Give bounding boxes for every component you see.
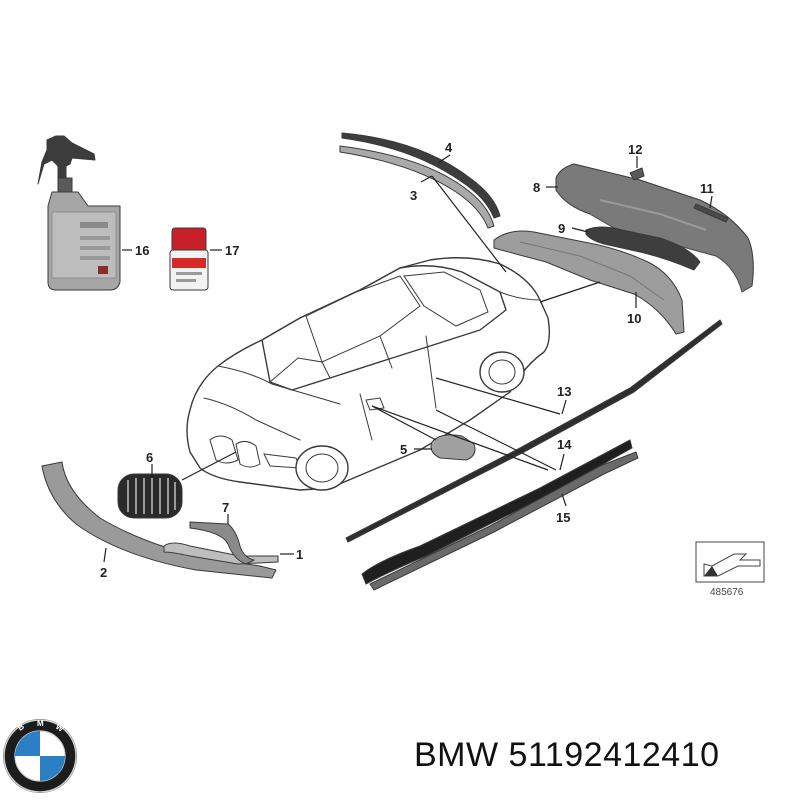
callout-10: 10 <box>627 311 641 326</box>
clip-part <box>629 167 645 181</box>
callout-6: 6 <box>146 450 153 465</box>
callout-9: 9 <box>558 221 565 236</box>
callout-1: 1 <box>296 547 303 562</box>
diffuser-strip-part <box>693 203 729 223</box>
leader-11 <box>709 195 713 209</box>
adhesive-jar-icon <box>169 227 209 291</box>
callout-15: 15 <box>556 510 570 525</box>
callout-3: 3 <box>410 188 417 203</box>
diffuser-insert-part <box>585 226 701 271</box>
callout-13: 13 <box>557 384 571 399</box>
callout-5: 5 <box>400 442 407 457</box>
svg-text:B: B <box>16 722 26 733</box>
spray-bottle-icon <box>37 135 121 291</box>
callout-12: 12 <box>628 142 642 157</box>
callout-4: 4 <box>445 140 453 155</box>
product-title: BMW 51192412410 <box>414 736 720 775</box>
callout-14: 14 <box>557 437 572 452</box>
callout-8: 8 <box>533 180 540 195</box>
air-guide-part <box>189 521 255 565</box>
car-outline <box>186 257 551 491</box>
svg-text:W: W <box>54 722 66 734</box>
leader-car-6 <box>181 451 237 481</box>
callout-17: 17 <box>225 243 239 258</box>
leader-car-3 <box>431 175 507 273</box>
callout-16: 16 <box>135 243 149 258</box>
leader-car-14 <box>435 409 557 471</box>
leader-9 <box>571 227 589 233</box>
part-number: 51192412410 <box>508 736 720 774</box>
bmw-roundel-icon: B M W <box>3 719 77 793</box>
rear-diffuser-part <box>555 163 754 293</box>
leader-13 <box>561 399 567 415</box>
side-skirt-trim-part <box>345 319 723 543</box>
leader-car-side <box>371 405 549 471</box>
leader-14 <box>559 453 565 471</box>
rear-bumper-trim-part <box>493 230 685 335</box>
callout-2: 2 <box>100 565 107 580</box>
callout-11: 11 <box>700 181 714 196</box>
side-skirt-part <box>361 439 633 585</box>
side-skirt-lower-part <box>369 451 639 591</box>
reference-number: 485676 <box>710 587 744 598</box>
leader-3 <box>420 175 433 183</box>
kidney-grille-part <box>117 473 183 519</box>
leader-car-10 <box>539 281 601 303</box>
leader-car-13 <box>435 377 561 415</box>
brand-name: BMW <box>414 736 499 774</box>
spoiler-trim-part <box>341 132 501 219</box>
reference-arrow-icon <box>695 541 765 583</box>
leader-4 <box>437 154 451 164</box>
spoiler-lip-part <box>339 145 495 229</box>
svg-text:M: M <box>37 719 44 728</box>
callout-7: 7 <box>222 500 229 515</box>
leader-2 <box>103 547 107 563</box>
mirror-cap-part <box>430 434 476 461</box>
leader-15 <box>561 493 567 507</box>
front-splitter-part <box>41 461 277 579</box>
leader-car-5 <box>371 405 437 441</box>
